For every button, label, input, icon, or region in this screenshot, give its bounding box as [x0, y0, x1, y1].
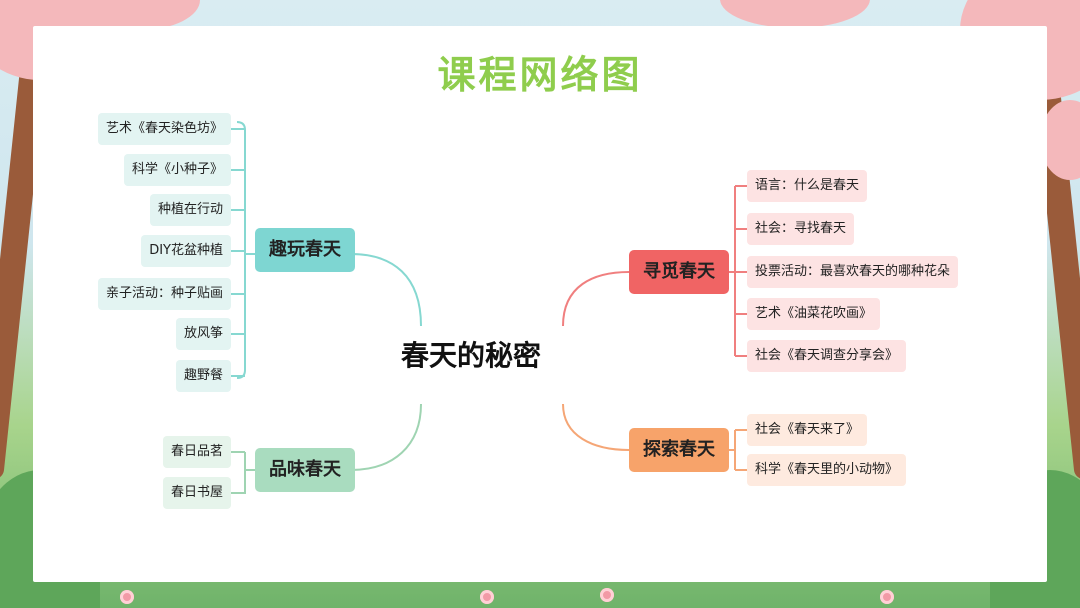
mindmap-card: 课程网络图 春天的秘密 趣玩春天 艺术《春天染色坊》 科学《小种子》 种植在行动… — [33, 26, 1047, 582]
link-center-explore — [563, 404, 629, 450]
leaf-taste-1: 春日品茗 — [163, 436, 231, 468]
flower-decoration — [120, 590, 134, 604]
flower-decoration — [600, 588, 614, 602]
leaf-seek-4: 艺术《油菜花吹画》 — [747, 298, 880, 330]
leaf-explore-1: 社会《春天来了》 — [747, 414, 867, 446]
link-center-taste — [351, 404, 421, 470]
leaf-taste-2: 春日书屋 — [163, 477, 231, 509]
link-center-play — [351, 254, 421, 326]
flower-decoration — [880, 590, 894, 604]
leaf-seek-3: 投票活动：最喜欢春天的哪种花朵 — [747, 256, 958, 288]
link-center-seek — [563, 272, 629, 326]
leaf-play-3: 种植在行动 — [150, 194, 231, 226]
leaf-play-4: DIY花盆种植 — [141, 235, 231, 267]
branch-taste: 品味春天 — [255, 448, 355, 492]
leaf-play-1: 艺术《春天染色坊》 — [98, 113, 231, 145]
branch-explore: 探索春天 — [629, 428, 729, 472]
center-node: 春天的秘密 — [391, 334, 551, 374]
leaf-explore-2: 科学《春天里的小动物》 — [747, 454, 906, 486]
leaf-play-5: 亲子活动：种子贴画 — [98, 278, 231, 310]
blossom-cluster — [720, 0, 870, 28]
leaf-seek-5: 社会《春天调查分享会》 — [747, 340, 906, 372]
leaf-play-7: 趣野餐 — [176, 360, 231, 392]
leaf-seek-2: 社会：寻找春天 — [747, 213, 854, 245]
leaf-seek-1: 语言：什么是春天 — [747, 170, 867, 202]
diagram-title: 课程网络图 — [33, 44, 1047, 99]
leaf-play-2: 科学《小种子》 — [124, 154, 231, 186]
flower-decoration — [480, 590, 494, 604]
leaf-play-6: 放风筝 — [176, 318, 231, 350]
branch-play: 趣玩春天 — [255, 228, 355, 272]
branch-seek: 寻觅春天 — [629, 250, 729, 294]
